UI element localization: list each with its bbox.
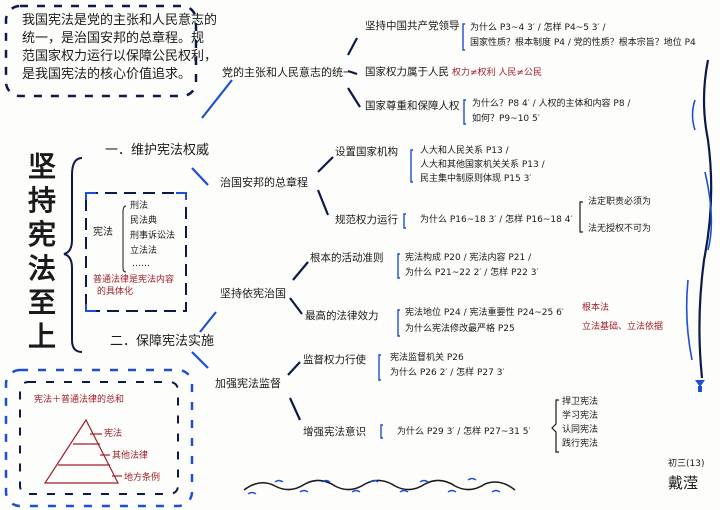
- node-awareness: 增强宪法意识: [303, 426, 366, 438]
- intro-box-border: [4, 4, 198, 98]
- node-item: 为什么宪法修改最严格 P25: [405, 324, 515, 334]
- constitution-label: 宪法: [93, 227, 113, 238]
- intro-line: 是我国宪法的核心价值追求。: [22, 67, 192, 82]
- node-item: 国家性质？根本制度 P4 / 党的性质？根本宗旨？地位 P4: [470, 38, 696, 48]
- branch-party-people: 党的主张和人民意志的统一: [222, 66, 354, 79]
- node-item: 民主集中制原则体现 P15 3′: [420, 174, 532, 184]
- node-subitem: 认同宪法: [562, 425, 599, 435]
- node-subitem: 捍卫宪法: [562, 397, 599, 407]
- law-item: 刑事诉讼法: [130, 231, 176, 241]
- node-power-people: 国家权力属于人民: [365, 66, 449, 78]
- node-item: 为什么 P21~22 2′ / 怎样 P22 3′: [405, 268, 539, 278]
- author-name: 戴滢: [668, 474, 699, 492]
- node-item: 为什么？P8 4′ / 人权的主体和内容 P8 /: [472, 99, 631, 109]
- decorative-wave-bottom: [243, 479, 516, 491]
- node-supreme-effect: 最高的法律效力: [305, 310, 379, 322]
- node-item: 人大和人民关系 P13 /: [420, 146, 509, 156]
- node-subitem: 学习宪法: [562, 411, 599, 421]
- node-party-leadership: 坚持中国共产党领导: [365, 20, 460, 32]
- node-supervise-power: 监督权力行使: [303, 354, 366, 366]
- intro-line: 我国宪法是党的主张和人民意志的: [22, 13, 218, 28]
- node-item: 为什么 P29 3′ / 怎样 P27~31 5′: [397, 427, 531, 437]
- author-class: 初三(13): [668, 459, 705, 469]
- law-item: 刑法: [130, 201, 149, 211]
- law-item: 民法典: [130, 216, 158, 226]
- node-subitem: 践行宪法: [562, 439, 599, 449]
- intro-line: 范国家权力运行以保障公民权利，: [22, 49, 218, 64]
- node-human-rights: 国家尊重和保障人权: [365, 100, 460, 112]
- node-note: 根本法: [582, 303, 610, 313]
- node-regulate-power: 规范权力运行: [335, 214, 398, 226]
- node-item: 人大和其他国家机关关系 P13 /: [420, 160, 545, 170]
- node-item: 如何？P9~10 5′: [472, 114, 540, 124]
- node-note: 权力≠权利 人民≠公民: [452, 68, 542, 78]
- decorative-wave: [698, 59, 713, 379]
- node-item: 为什么 P26 2′ / 怎样 P27 3′: [390, 368, 505, 378]
- pyramid-level: 其他法律: [112, 451, 149, 461]
- pyramid-box-border: [4, 368, 194, 508]
- section-one: 一．维护宪法权威: [105, 143, 210, 158]
- node-item: 宪法地位 P24 / 宪法重要性 P24~25 6′: [405, 308, 564, 318]
- node-note: 立法基础、立法依据: [582, 322, 664, 332]
- branch-general-charter: 治国安邦的总章程: [220, 176, 308, 189]
- node-subitem: 法无授权不可为: [588, 224, 652, 234]
- intro-line: 统一，是治国安邦的总章程。规: [22, 31, 205, 46]
- constitution-note: 的具体化: [97, 287, 134, 297]
- node-item: 宪法监督机关 P26: [390, 353, 464, 363]
- node-item: 为什么 P3~4 3′ / 怎样 P4~5 3′ /: [470, 23, 606, 33]
- pyramid-diagram: [43, 418, 122, 484]
- node-item: 为什么 P16~18 3′ / 怎样 P16~18 4′: [420, 215, 573, 225]
- pyramid-caption: 宪法＋普通法律的总和: [34, 395, 125, 405]
- law-item: 立法法: [130, 246, 158, 256]
- node-state-organs: 设置国家机构: [335, 146, 398, 158]
- page-title: 坚持宪法至上: [27, 150, 56, 353]
- branch-supervision: 加强宪法监督: [215, 377, 281, 390]
- law-item: ……: [132, 259, 150, 269]
- pyramid-level: 宪法: [104, 429, 123, 439]
- constitution-note: 普通法律是宪法内容: [93, 275, 175, 285]
- node-subitem: 法定职责必须为: [588, 197, 652, 207]
- branch-rule-by-constitution: 坚持依宪治国: [220, 287, 286, 300]
- pyramid-level: 地方条例: [124, 473, 161, 483]
- node-item: 宪法构成 P20 / 宪法内容 P21 /: [405, 253, 532, 263]
- arrow-icon: [695, 380, 705, 392]
- constitution-box-border: [85, 192, 187, 312]
- title-brace: [63, 157, 83, 353]
- node-activity-norm: 根本的活动准则: [310, 252, 384, 264]
- section-two: 二．保障宪法实施: [110, 334, 215, 349]
